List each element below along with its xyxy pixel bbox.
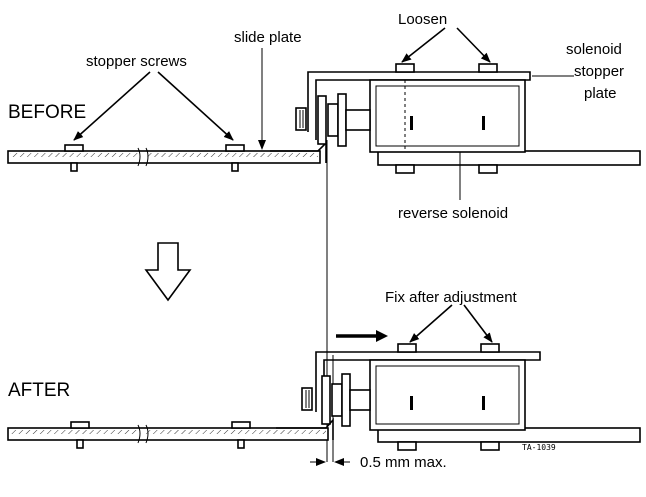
stopper-plate-label-line3: plate [584,85,617,102]
after-assembly [7,343,641,451]
solenoid-stopper-plate-after [315,351,541,420]
stopper-screw-right-before [225,144,245,172]
gap-label: 0.5 mm max. [360,454,447,471]
loosen-label: Loosen [398,11,447,28]
solenoid-screw-right-before [478,63,498,174]
loosen-arrow-right [456,27,491,63]
fix-arrow-right [463,304,493,343]
stopper-screw-left-after [70,421,90,449]
reverse-solenoid-label: reverse solenoid [398,205,508,222]
reverse-solenoid-after [369,359,526,431]
stopper-screws-label: stopper screws [86,53,187,70]
after-label: AFTER [8,380,70,401]
down-arrow-icon [144,242,192,302]
plunger-after [301,373,371,427]
slide-plate-label: slide plate [234,29,302,46]
stopper-screw-arrow-left [73,71,151,141]
before-assembly [7,63,641,174]
figure-code: TA-1039 [522,443,556,452]
stopper-plate-label-line1: solenoid [566,41,622,58]
solenoid-screw-right-after [480,343,500,451]
solenoid-screw-left-after [397,343,417,451]
stopper-plate-label-line2: stopper [574,63,624,80]
reverse-solenoid-before [369,79,526,153]
loosen-arrow-left [401,27,446,63]
plunger-before [295,93,371,147]
solenoid-stopper-plate-before [307,71,531,140]
slide-rail-before [7,147,321,167]
shift-arrow-head-icon [376,330,388,342]
slide-rail-after [7,424,329,444]
stopper-screw-left-before [64,144,84,172]
base-plate-right-before [377,150,641,166]
stopper-screw-arrow-right [157,71,234,141]
solenoid-screw-left-before [395,63,415,174]
fix-arrow-left [409,304,453,343]
stopper-screw-right-after [231,421,251,449]
before-label: BEFORE [8,102,86,123]
slide-plate-before [270,141,327,163]
fix-after-adjustment-label: Fix after adjustment [385,289,518,306]
